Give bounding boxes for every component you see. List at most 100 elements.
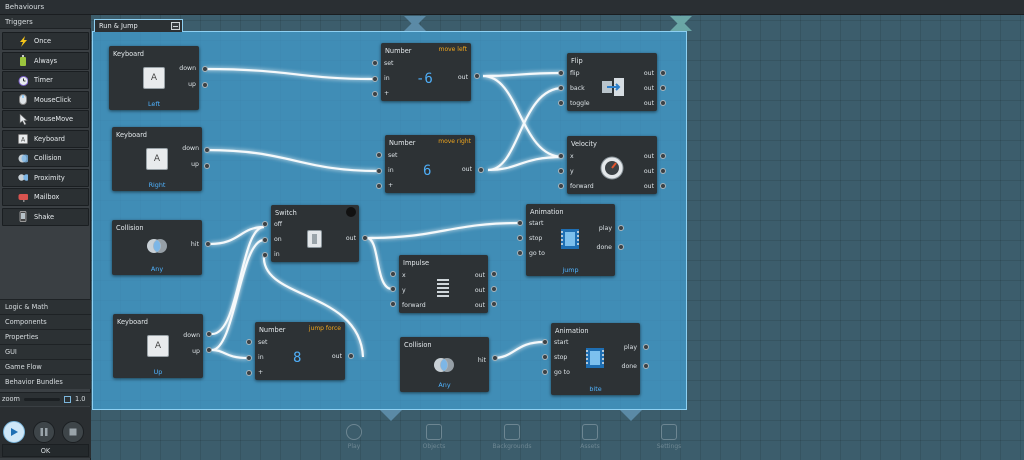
input-port[interactable] [558,153,564,159]
triggers-section-header[interactable]: Triggers [0,15,91,29]
output-port[interactable] [478,167,484,173]
input-port[interactable] [517,250,523,256]
output-port[interactable] [204,163,210,169]
input-port[interactable] [376,183,382,189]
input-port[interactable] [372,76,378,82]
trigger-item-collision[interactable]: Collision [2,149,89,167]
category-components[interactable]: Components [0,314,91,329]
play-button[interactable] [3,421,25,443]
output-port[interactable] [491,271,497,277]
input-port[interactable] [558,183,564,189]
output-port[interactable] [643,363,649,369]
category-properties[interactable]: Properties [0,329,91,344]
animation-node-jump[interactable]: Animation start stop go to play done jum… [526,204,615,276]
trigger-item-mouseclick[interactable]: MouseClick [2,90,89,109]
number-node-move-left[interactable]: Number move left set in + -6 out [381,43,471,101]
input-port[interactable] [542,339,548,345]
trigger-item-once[interactable]: Once [2,32,89,50]
output-port[interactable] [205,241,211,247]
output-port[interactable] [202,82,208,88]
number-value[interactable]: 6 [423,163,432,179]
switch-node[interactable]: Switch off on in out [271,205,359,262]
output-port[interactable] [660,183,666,189]
category-game-flow[interactable]: Game Flow [0,359,91,374]
output-port[interactable] [474,73,480,79]
output-port[interactable] [206,347,212,353]
input-port[interactable] [376,152,382,158]
input-port[interactable] [246,370,252,376]
input-port[interactable] [390,301,396,307]
number-value[interactable]: 8 [293,350,302,366]
input-port[interactable] [390,286,396,292]
stop-button[interactable] [62,421,84,443]
output-port[interactable] [202,66,208,72]
zoom-slider[interactable] [24,398,60,401]
output-port[interactable] [660,70,666,76]
output-port[interactable] [660,168,666,174]
trigger-item-shake[interactable]: Shake [2,207,89,226]
trigger-item-mousemove[interactable]: MouseMove [2,110,89,128]
minimize-icon[interactable] [171,22,180,30]
output-port[interactable] [362,235,368,241]
input-port[interactable] [558,100,564,106]
input-port[interactable] [542,354,548,360]
collision-node[interactable]: Collision hit Any [112,220,202,275]
bottom-backgrounds-button[interactable]: Backgrounds [482,424,542,450]
bottom-play-button[interactable]: Play [324,424,384,450]
category-gui[interactable]: GUI [0,344,91,359]
input-port[interactable] [246,355,252,361]
category-behavior-bundles[interactable]: Behavior Bundles [0,374,91,389]
bottom-settings-button[interactable]: Settings [639,424,699,450]
input-port[interactable] [558,70,564,76]
zoom-checkbox[interactable] [64,396,71,403]
trigger-item-timer[interactable]: Timer [2,71,89,89]
output-port[interactable] [660,153,666,159]
output-port[interactable] [643,344,649,350]
collision-node-2[interactable]: Collision hit Any [400,337,489,392]
ok-button[interactable]: OK [2,444,89,457]
output-port[interactable] [660,85,666,91]
category-logic-math[interactable]: Logic & Math [0,299,91,314]
number-node-move-right[interactable]: Number move right set in + 6 out [385,135,475,193]
behavior-group-header[interactable]: Run & Jump [94,19,183,32]
output-port[interactable] [618,225,624,231]
keyboard-node-right[interactable]: Keyboard A down up Right [112,127,202,191]
input-port[interactable] [390,271,396,277]
input-port[interactable] [558,168,564,174]
input-port[interactable] [262,237,268,243]
impulse-node[interactable]: Impulse x y forward out out out [399,255,488,313]
output-port[interactable] [204,147,210,153]
trigger-item-proximity[interactable]: Proximity [2,168,89,187]
input-port[interactable] [376,168,382,174]
number-value[interactable]: -6 [416,71,433,87]
trigger-item-mailbox[interactable]: Mailbox [2,188,89,206]
velocity-node[interactable]: Velocity x y forward out out out [567,136,657,194]
output-port[interactable] [660,100,666,106]
input-port[interactable] [517,220,523,226]
output-port[interactable] [492,355,498,361]
input-port[interactable] [517,235,523,241]
bottom-objects-button[interactable]: Objects [404,424,464,450]
input-port[interactable] [262,252,268,258]
trigger-item-always[interactable]: Always [2,51,89,70]
animation-node-bite[interactable]: Animation start stop go to play done bit… [551,323,640,395]
keyboard-node-up[interactable]: Keyboard A down up Up [113,314,203,378]
input-port[interactable] [372,60,378,66]
bottom-assets-button[interactable]: Assets [560,424,620,450]
number-node-jump-force[interactable]: Number jump force set in + 8 out [255,322,345,380]
output-port[interactable] [206,331,212,337]
keyboard-node-left[interactable]: Keyboard A down up Left [109,46,199,110]
input-port[interactable] [262,221,268,227]
output-port[interactable] [491,286,497,292]
pause-button[interactable] [33,421,55,443]
input-port[interactable] [372,91,378,97]
input-port[interactable] [542,369,548,375]
output-port[interactable] [348,353,354,359]
flip-node[interactable]: Flip flip back toggle out out out [567,53,657,111]
input-port[interactable] [558,85,564,91]
node-title: Flip [571,57,583,65]
output-port[interactable] [618,244,624,250]
input-port[interactable] [246,339,252,345]
output-port[interactable] [491,301,497,307]
